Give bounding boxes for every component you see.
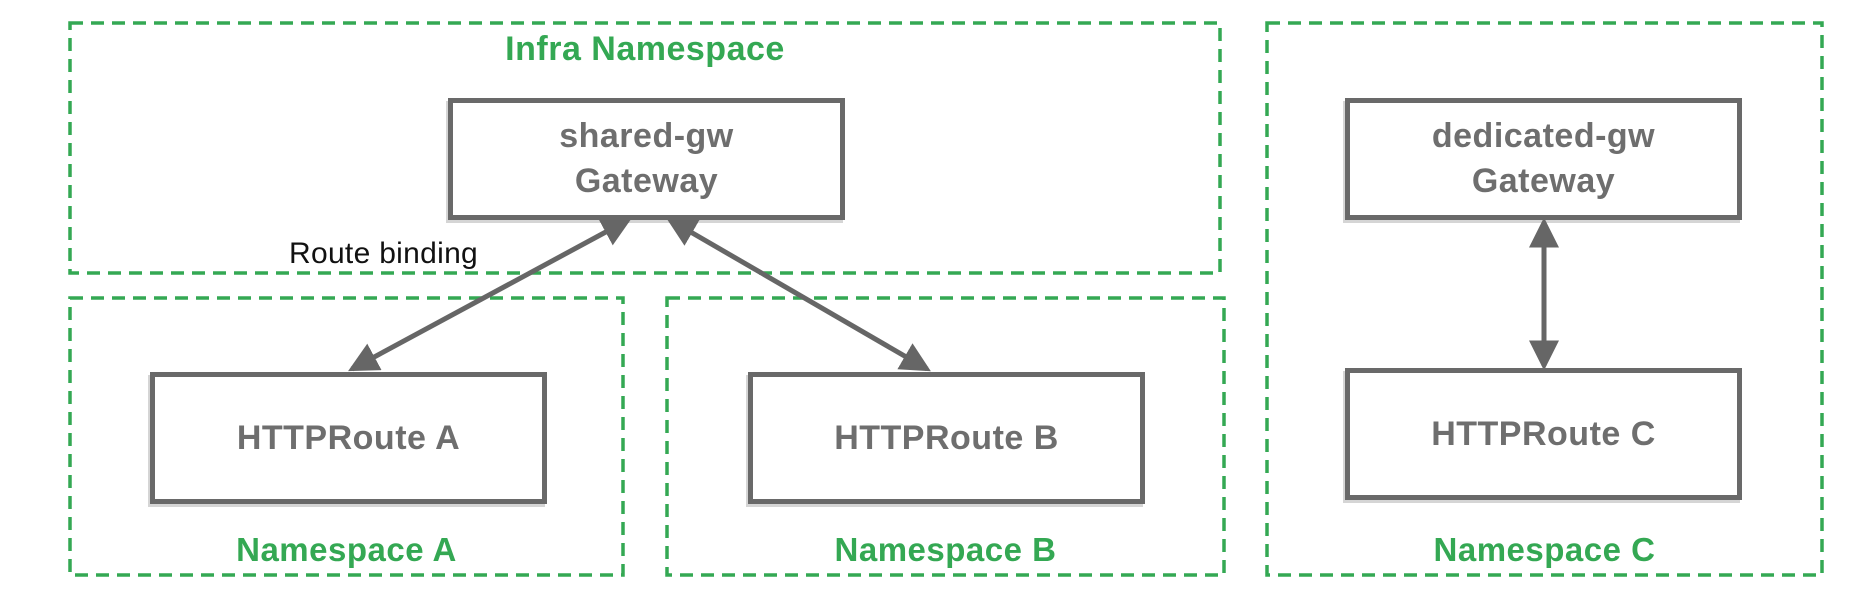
namespace-c-title: Namespace C bbox=[1433, 531, 1656, 568]
namespace-c-boundary bbox=[1265, 21, 1824, 577]
shared-gw-gateway-node: shared-gw Gateway bbox=[448, 98, 845, 220]
infra-namespace-boundary bbox=[68, 21, 1222, 275]
dedicated-gw-gateway-name: dedicated-gw bbox=[1431, 117, 1656, 156]
route-binding-label: Route binding bbox=[289, 237, 479, 270]
httproute-b-node: HTTPRoute B bbox=[748, 372, 1145, 504]
infra-namespace-title: Infra Namespace bbox=[505, 30, 785, 68]
shared-gw-gateway-kind: Gateway bbox=[574, 162, 719, 200]
dedicated-gw-gateway-kind: Gateway bbox=[1471, 162, 1616, 200]
route-binding-arrow-a bbox=[348, 217, 632, 372]
httproute-a-name: HTTPRoute A bbox=[236, 418, 461, 457]
httproute-a-node: HTTPRoute A bbox=[150, 372, 547, 504]
namespace-a-boundary bbox=[68, 296, 625, 577]
namespace-a-title: Namespace A bbox=[236, 531, 457, 568]
httproute-c-node: HTTPRoute C bbox=[1345, 368, 1742, 500]
route-binding-arrow-b bbox=[666, 217, 931, 372]
namespace-b-boundary bbox=[665, 296, 1226, 577]
httproute-c-name: HTTPRoute C bbox=[1431, 414, 1656, 453]
shared-gw-gateway-name: shared-gw bbox=[559, 117, 734, 156]
namespace-b-title: Namespace B bbox=[834, 531, 1057, 568]
dedicated-gw-gateway-node: dedicated-gw Gateway bbox=[1345, 98, 1742, 220]
httproute-b-name: HTTPRoute B bbox=[834, 418, 1059, 457]
